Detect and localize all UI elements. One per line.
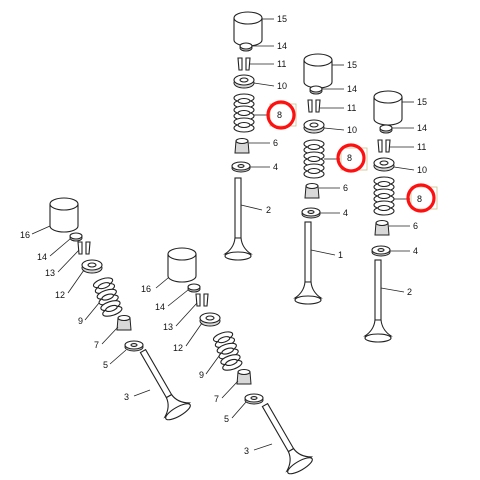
highlight-circle bbox=[406, 183, 436, 213]
part-label: 2 bbox=[407, 287, 412, 297]
part-label: 1 bbox=[338, 250, 343, 260]
part-label: 10 bbox=[347, 125, 357, 135]
part-label: 14 bbox=[155, 302, 165, 312]
retainer bbox=[373, 157, 395, 172]
valve bbox=[364, 259, 392, 343]
valve bbox=[224, 177, 252, 261]
part-label: 3 bbox=[244, 446, 249, 456]
part-label: 12 bbox=[173, 343, 183, 353]
part-label: 8 bbox=[277, 110, 282, 120]
part-label: 9 bbox=[199, 370, 204, 380]
part-label: 7 bbox=[214, 394, 219, 404]
retainer bbox=[81, 259, 103, 274]
part-label: 4 bbox=[413, 246, 418, 256]
keeper bbox=[195, 293, 209, 307]
shim bbox=[239, 42, 253, 52]
part-label: 10 bbox=[277, 81, 287, 91]
valve bbox=[130, 343, 193, 424]
valve-spring bbox=[373, 176, 395, 216]
valve-stem-seal bbox=[304, 182, 320, 199]
part-label: 4 bbox=[273, 162, 278, 172]
part-label: 11 bbox=[417, 142, 426, 152]
highlight-circle bbox=[266, 100, 296, 130]
valve bbox=[252, 397, 315, 478]
part-label: 6 bbox=[413, 221, 418, 231]
tappet bbox=[373, 90, 403, 126]
part-label: 6 bbox=[273, 138, 278, 148]
valve-spring bbox=[233, 93, 255, 133]
part-label: 10 bbox=[417, 165, 427, 175]
part-label: 4 bbox=[343, 208, 348, 218]
spring-seat bbox=[244, 393, 264, 405]
tappet bbox=[49, 197, 79, 233]
retainer bbox=[303, 119, 325, 134]
valve-stem-seal bbox=[236, 368, 252, 385]
part-label: 14 bbox=[37, 252, 47, 262]
valve-group-e: 16 14 13 12 9 7 5 3 bbox=[141, 247, 315, 478]
shim bbox=[309, 85, 323, 95]
keeper bbox=[77, 241, 91, 255]
part-label: 3 bbox=[124, 392, 129, 402]
part-label: 11 bbox=[277, 59, 286, 69]
part-label: 8 bbox=[417, 194, 422, 204]
valve-group-d: 16 14 13 12 9 7 5 3 bbox=[20, 197, 193, 424]
keeper bbox=[307, 99, 321, 113]
valve bbox=[294, 221, 322, 305]
shim bbox=[187, 283, 201, 293]
part-label: 15 bbox=[347, 60, 357, 70]
keeper bbox=[377, 139, 391, 153]
shim bbox=[69, 232, 83, 242]
spring-seat bbox=[124, 340, 144, 352]
part-label: 11 bbox=[347, 103, 356, 113]
valve-spring bbox=[91, 275, 124, 319]
retainer bbox=[199, 312, 221, 327]
valve-stem-seal bbox=[234, 137, 250, 154]
part-label: 14 bbox=[277, 41, 287, 51]
valve-group-c: 15 14 11 10 8 6 4 2 bbox=[364, 90, 438, 343]
valve-spring bbox=[303, 139, 325, 179]
shim bbox=[379, 124, 393, 134]
part-label: 2 bbox=[266, 205, 271, 215]
part-label: 15 bbox=[277, 14, 287, 24]
part-label: 9 bbox=[78, 316, 83, 326]
part-label: 13 bbox=[163, 322, 173, 332]
part-label: 5 bbox=[224, 414, 229, 424]
spring-seat bbox=[371, 245, 391, 257]
tappet bbox=[167, 247, 197, 283]
spring-seat bbox=[301, 207, 321, 219]
part-label: 13 bbox=[45, 268, 55, 278]
tappet bbox=[233, 11, 263, 47]
part-label: 7 bbox=[94, 340, 99, 350]
valve-group-b: 15 14 11 10 8 6 4 1 bbox=[294, 53, 368, 305]
retainer bbox=[233, 74, 255, 89]
part-label: 14 bbox=[347, 84, 357, 94]
part-label: 15 bbox=[417, 97, 427, 107]
valve-stem-seal bbox=[374, 219, 390, 236]
keeper bbox=[237, 57, 251, 71]
part-label: 16 bbox=[141, 284, 151, 294]
tappet bbox=[303, 53, 333, 89]
part-label: 16 bbox=[20, 230, 30, 240]
highlight-circle bbox=[336, 143, 366, 173]
valve-group-a: 15 14 11 10 8 6 4 2 bbox=[224, 11, 297, 261]
part-label: 8 bbox=[347, 153, 352, 163]
part-label: 5 bbox=[103, 360, 108, 370]
part-label: 6 bbox=[343, 183, 348, 193]
valve-spring bbox=[211, 329, 244, 373]
part-label: 14 bbox=[417, 123, 427, 133]
valve-stem-seal bbox=[116, 314, 132, 331]
part-label: 12 bbox=[55, 290, 65, 300]
spring-seat bbox=[231, 161, 251, 173]
